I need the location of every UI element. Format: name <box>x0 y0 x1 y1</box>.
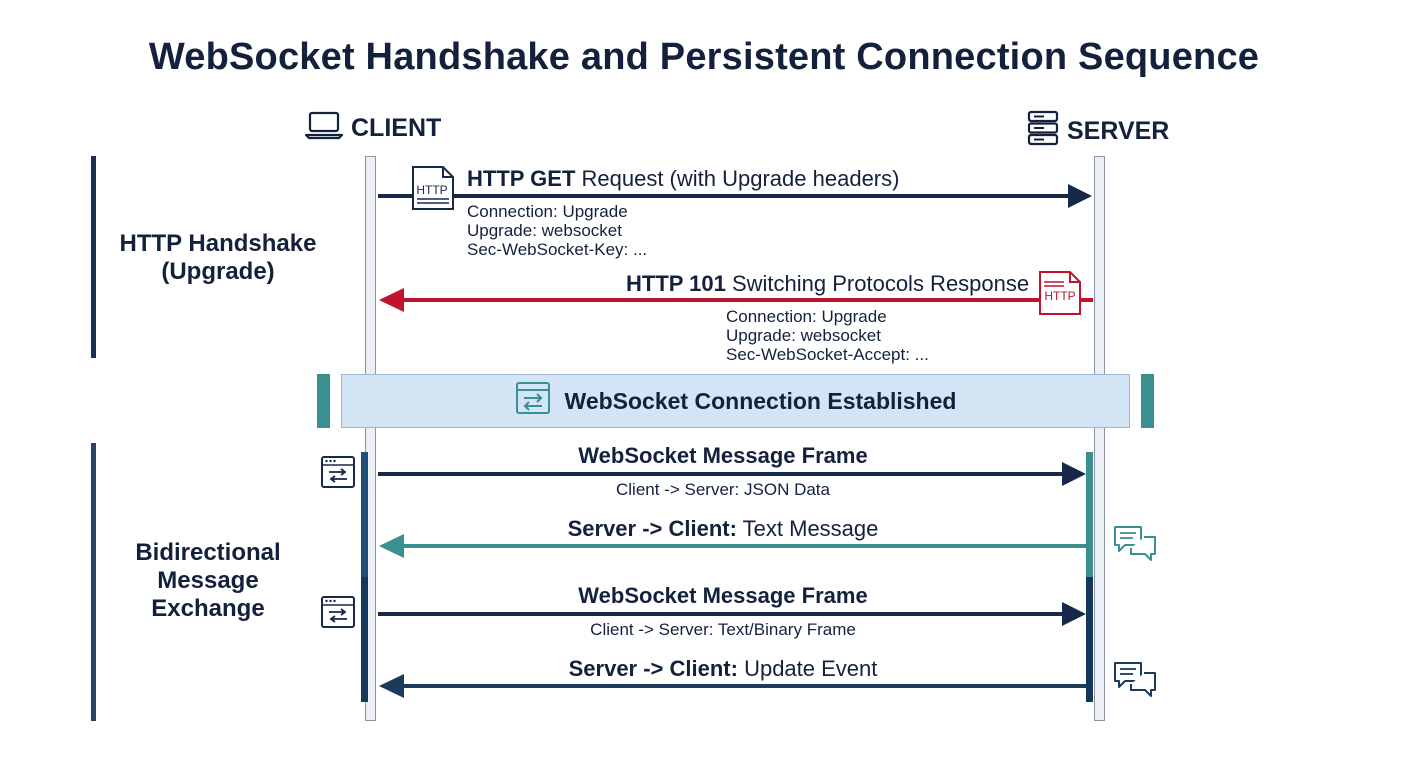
request-header-line: Connection: Upgrade <box>467 202 628 221</box>
frame1-label: WebSocket Message Frame <box>578 443 868 468</box>
http-document-icon-response: HTTP <box>1038 270 1082 321</box>
laptop-icon <box>304 110 344 147</box>
chat-bubbles-icon-1 <box>1113 524 1157 569</box>
client-frame-icon-1 <box>320 455 356 494</box>
client-actor: CLIENT <box>304 110 442 147</box>
response-header-line: Connection: Upgrade <box>726 307 887 326</box>
reply1-label: Server -> Client: Text Message <box>567 516 879 541</box>
handshake-phase-label: HTTP Handshake (Upgrade) <box>119 230 317 285</box>
client-lifeline <box>365 156 376 721</box>
reply1-arrow <box>379 534 1086 558</box>
server-activation-2 <box>1086 577 1093 702</box>
client-activation-2 <box>361 577 368 702</box>
request-header-line: Sec-WebSocket-Key: ... <box>467 240 648 259</box>
browser-exchange-icon <box>515 381 551 421</box>
reply2-arrow <box>379 674 1086 698</box>
server-lifeline <box>1094 156 1105 721</box>
banner-right-cap <box>1141 374 1154 428</box>
client-label: CLIENT <box>351 114 442 142</box>
reply2-label: Server -> Client: Update Event <box>568 656 878 681</box>
server-label: SERVER <box>1067 117 1170 145</box>
server-activation-1 <box>1086 452 1093 577</box>
svg-text:HTTP: HTTP <box>416 183 447 197</box>
server-rack-icon <box>1027 110 1059 153</box>
banner-label: WebSocket Connection Established <box>564 387 957 414</box>
request-label: HTTP GET Request (with Upgrade headers) <box>467 166 900 191</box>
request-headers: Connection: Upgrade Upgrade: websocket S… <box>467 202 647 259</box>
banner-left-cap <box>317 374 330 428</box>
diagram-title: WebSocket Handshake and Persistent Conne… <box>148 36 1260 78</box>
handshake-phase-bar <box>91 156 96 358</box>
http-document-icon: HTTP <box>411 165 455 216</box>
frame1-sublabel: Client -> Server: JSON Data <box>616 480 830 499</box>
chat-bubbles-icon-2 <box>1113 660 1157 705</box>
svg-text:HTTP: HTTP <box>1044 289 1075 303</box>
response-header-line: Upgrade: websocket <box>726 326 881 345</box>
server-actor: SERVER <box>1027 110 1169 153</box>
response-header-line: Sec-WebSocket-Accept: ... <box>726 345 929 364</box>
frame2-sublabel: Client -> Server: Text/Binary Frame <box>590 620 856 639</box>
client-activation-1 <box>361 452 368 577</box>
frame2-arrow <box>378 602 1086 626</box>
request-header-line: Upgrade: websocket <box>467 221 622 240</box>
response-headers: Connection: Upgrade Upgrade: websocket S… <box>726 307 929 364</box>
client-frame-icon-2 <box>320 595 356 634</box>
exchange-phase-label: Bidirectional Message Exchange <box>135 539 281 622</box>
response-label: HTTP 101 Switching Protocols Response <box>626 271 1030 296</box>
response-arrow <box>379 288 1093 312</box>
frame1-arrow <box>378 462 1086 486</box>
frame2-label: WebSocket Message Frame <box>578 583 868 608</box>
connection-established-banner: WebSocket Connection Established <box>341 374 1130 428</box>
exchange-phase-bar <box>91 443 96 721</box>
request-arrow <box>378 184 1092 208</box>
